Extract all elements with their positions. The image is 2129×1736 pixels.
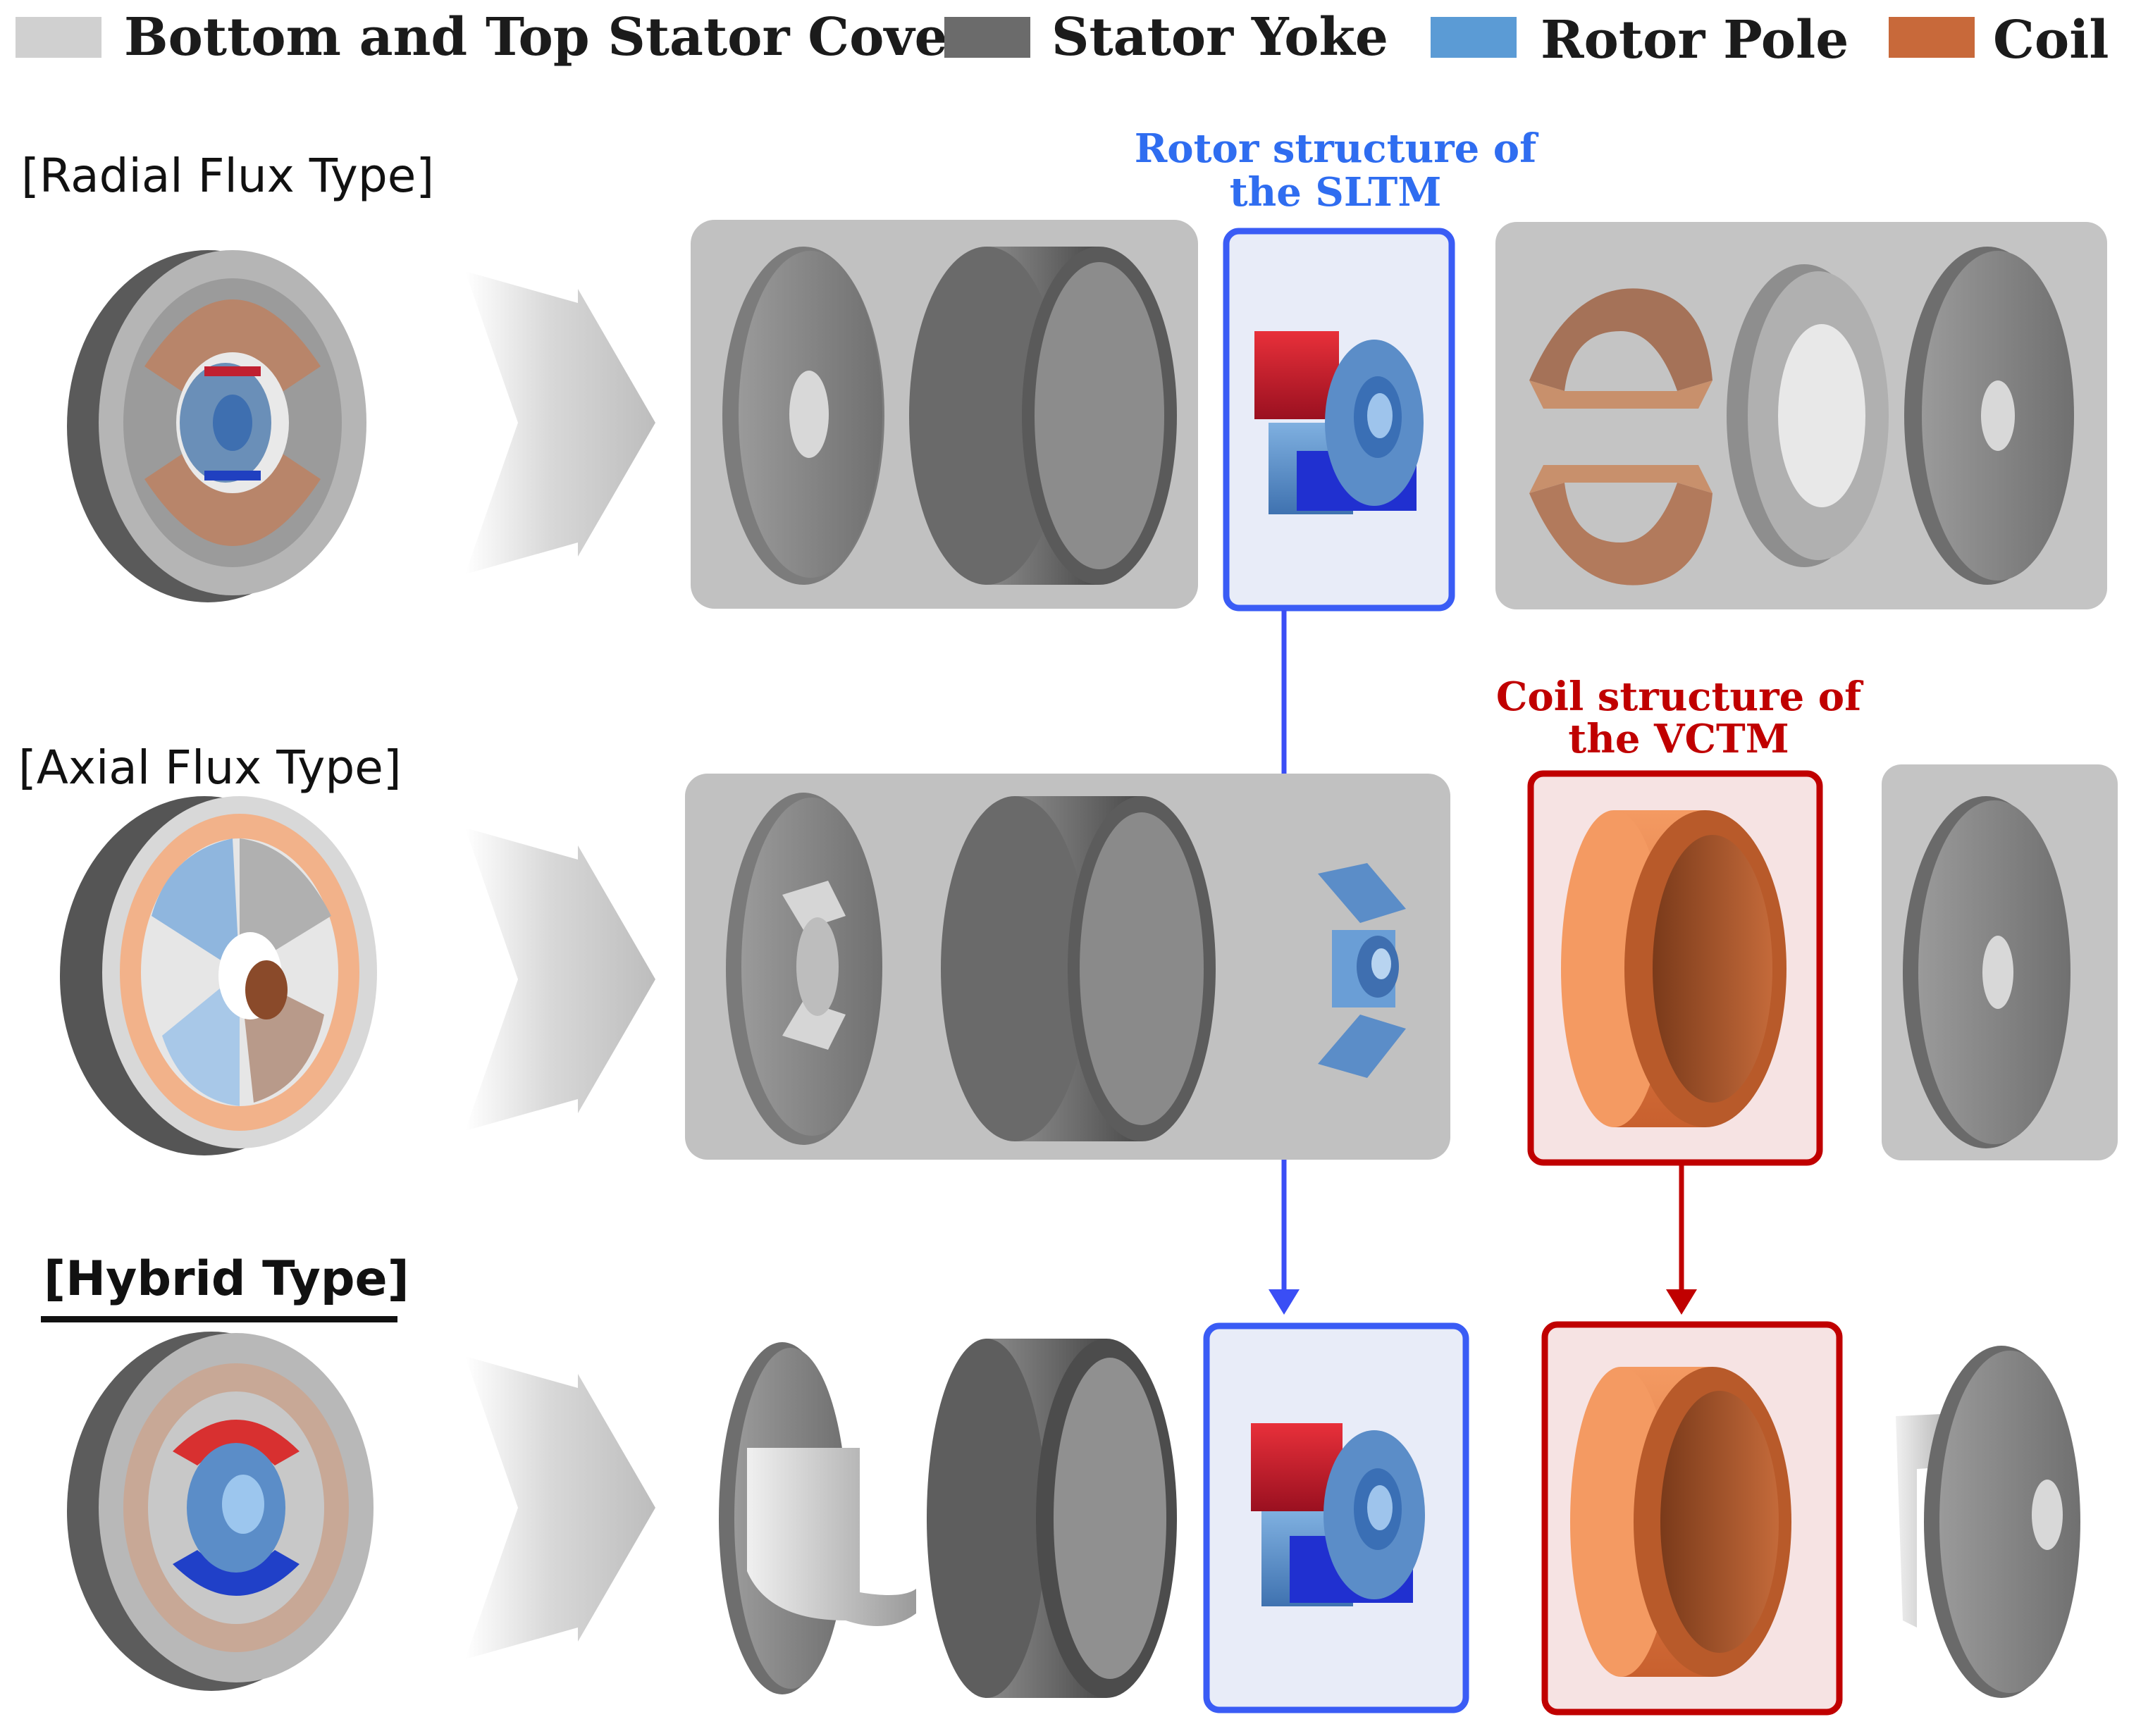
- axial-stator-panel: [685, 774, 1450, 1160]
- radial-rotor-box: [1223, 228, 1455, 612]
- radial-assembled-motor: [67, 250, 366, 602]
- axial-top-cover-panel: [1882, 764, 2118, 1160]
- row-label-hybrid: [Hybrid Type]: [44, 1251, 409, 1307]
- legend-item-rotor-pole: Rotor Pole: [1431, 10, 1849, 70]
- axial-coil-box: [1527, 770, 1823, 1166]
- legend-swatch-stator-cover: [16, 17, 101, 58]
- hybrid-coil-part: [1570, 1367, 1791, 1677]
- legend-swatch-coil: [1889, 17, 1975, 58]
- coil-callout-line2: the VCTM: [1568, 716, 1789, 762]
- axial-explode-arrow: [465, 828, 655, 1131]
- legend: Bottom and Top Stator Cover Stator Yoke …: [16, 7, 2109, 70]
- legend-swatch-stator-yoke: [944, 17, 1030, 58]
- rotor-connector-arrowhead: [1269, 1289, 1300, 1315]
- legend-label-coil: Coil: [1993, 10, 2109, 70]
- legend-item-coil: Coil: [1889, 10, 2109, 70]
- row-label-axial: [Axial Flux Type]: [18, 740, 402, 795]
- legend-label-rotor-pole: Rotor Pole: [1541, 10, 1849, 70]
- axial-assembled-motor: [60, 796, 377, 1155]
- legend-label-stator-yoke: Stator Yoke: [1051, 7, 1388, 68]
- radial-stator-ring-part: [1727, 264, 1889, 567]
- hybrid-bottom-cover-part: [719, 1342, 916, 1694]
- axial-stator-yoke-part: [941, 796, 1216, 1141]
- hybrid-explode-arrow: [465, 1356, 655, 1659]
- hybrid-rotor-box: [1203, 1322, 1469, 1713]
- coil-callout-title: Coil structure of the VCTM: [1496, 674, 1864, 762]
- axial-rotor-pole-part: [1318, 863, 1406, 1078]
- legend-item-stator-cover: Bottom and Top Stator Cover: [16, 7, 976, 68]
- radial-stator-yoke-part: [909, 247, 1177, 585]
- radial-coil-panel: [1495, 222, 2107, 609]
- radial-top-cover-part: [1904, 247, 2074, 585]
- rotor-callout-title: Rotor structure of the SLTM: [1135, 125, 1539, 216]
- coil-callout-line1: Coil structure of: [1496, 674, 1864, 720]
- axial-stator-cover-part: [726, 793, 882, 1145]
- legend-item-stator-yoke: Stator Yoke: [944, 7, 1388, 68]
- row-label-radial: [Radial Flux Type]: [21, 149, 434, 203]
- rotor-callout-line1: Rotor structure of: [1135, 125, 1539, 172]
- legend-swatch-rotor-pole: [1431, 17, 1517, 58]
- radial-coil-part-top: [1529, 288, 1713, 409]
- hybrid-stator-yoke-part: [927, 1339, 1177, 1698]
- hybrid-coil-box: [1541, 1321, 1843, 1716]
- axial-coil-part: [1561, 810, 1786, 1127]
- hybrid-label-underline: [41, 1316, 397, 1322]
- axial-top-cover-part: [1903, 796, 2071, 1148]
- radial-coil-part-bottom: [1529, 465, 1713, 585]
- coil-connector-arrowhead: [1666, 1289, 1697, 1315]
- rotor-callout-line2: the SLTM: [1230, 169, 1442, 216]
- hybrid-rotor-part: [1251, 1423, 1425, 1606]
- radial-stator-panel: [691, 220, 1198, 609]
- legend-label-stator-cover: Bottom and Top Stator Cover: [124, 7, 976, 68]
- radial-explode-arrow: [465, 271, 655, 574]
- hybrid-assembled-motor: [67, 1332, 374, 1691]
- hybrid-top-cover-part: [1896, 1346, 2080, 1698]
- radial-rotor-part: [1254, 331, 1424, 514]
- radial-stator-cover-part: [722, 247, 884, 585]
